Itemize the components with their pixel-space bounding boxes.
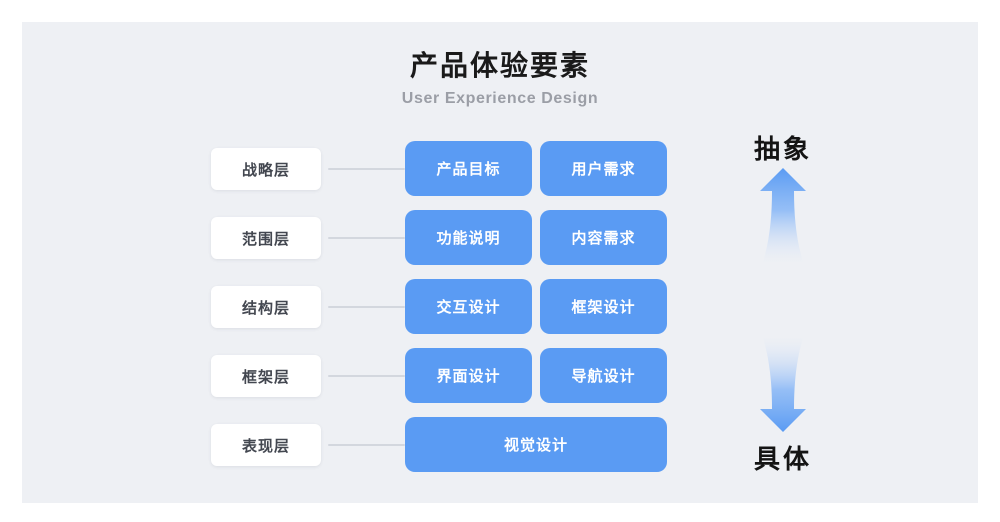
- cell-user-needs[interactable]: 用户需求: [540, 141, 667, 196]
- arrow-down-gradient-icon: [760, 338, 806, 432]
- axis-caption-abstract: 抽象: [753, 134, 812, 164]
- cell-interface-design[interactable]: 界面设计: [405, 348, 532, 403]
- layer-label-surface: 表现层: [211, 424, 321, 466]
- layer-connector: [328, 237, 405, 239]
- axis-caption-concrete: 具体: [753, 444, 812, 474]
- layer-connector: [328, 375, 405, 377]
- layer-label-structure: 结构层: [211, 286, 321, 328]
- arrow-up-gradient-icon: [760, 168, 806, 262]
- cell-information-architecture[interactable]: 框架设计: [540, 279, 667, 334]
- cell-navigation-design[interactable]: 导航设计: [540, 348, 667, 403]
- layer-row-scope: 范围层 功能说明 内容需求: [22, 210, 978, 265]
- layer-cells-structure: 交互设计 框架设计: [405, 279, 667, 334]
- page-subtitle: User Experience Design: [401, 90, 599, 107]
- layer-row-structure: 结构层 交互设计 框架设计: [22, 279, 978, 334]
- cell-functional-spec[interactable]: 功能说明: [405, 210, 532, 265]
- layer-connector: [328, 444, 405, 446]
- layer-row-skeleton: 框架层 界面设计 导航设计: [22, 348, 978, 403]
- cell-visual-design[interactable]: 视觉设计: [405, 417, 667, 472]
- layer-label-scope: 范围层: [211, 217, 321, 259]
- layer-label-strategy: 战略层: [211, 148, 321, 190]
- cell-product-goal[interactable]: 产品目标: [405, 141, 532, 196]
- layer-row-surface: 表现层 视觉设计: [22, 417, 978, 472]
- page-title: 产品体验要素: [409, 50, 590, 81]
- layer-cells-skeleton: 界面设计 导航设计: [405, 348, 667, 403]
- abstraction-axis: 抽象: [718, 22, 848, 503]
- cell-content-requirements[interactable]: 内容需求: [540, 210, 667, 265]
- slide-panel: 产品体验要素 User Experience Design 战略层 产品目标 用…: [22, 22, 978, 503]
- layer-cells-scope: 功能说明 内容需求: [405, 210, 667, 265]
- layer-connector: [328, 168, 405, 170]
- header: 产品体验要素 User Experience Design: [22, 48, 978, 108]
- layer-row-strategy: 战略层 产品目标 用户需求: [22, 141, 978, 196]
- layer-cells-strategy: 产品目标 用户需求: [405, 141, 667, 196]
- layer-label-skeleton: 框架层: [211, 355, 321, 397]
- cell-interaction-design[interactable]: 交互设计: [405, 279, 532, 334]
- layer-cells-surface: 视觉设计: [405, 417, 667, 472]
- layer-connector: [328, 306, 405, 308]
